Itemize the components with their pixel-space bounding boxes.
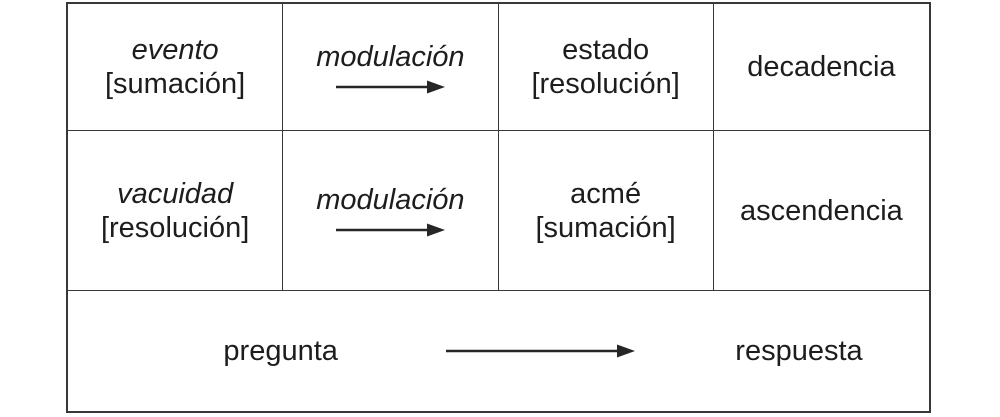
cell-modulacion-row1: modulación [283, 4, 499, 131]
cell-modulacion-row2: modulación [283, 131, 499, 291]
cell-bracket: [resolución] [531, 68, 680, 100]
cell-term: modulación [316, 40, 465, 73]
cell-bracket: [resolución] [100, 211, 250, 244]
cell-bracket: [sumación] [105, 68, 246, 100]
cell-ascendencia: ascendencia [713, 131, 929, 291]
schema-table: evento [sumación] modulación estado [res… [66, 2, 931, 413]
cell-term: estado [562, 34, 650, 66]
right-arrow-icon [335, 222, 446, 238]
cell-decadencia: decadencia [713, 4, 929, 131]
cell-term: decadencia [747, 51, 896, 83]
cell-term: evento [131, 34, 219, 66]
cell-term: vacuidad [117, 177, 234, 210]
footer-answer-label: respuesta [735, 335, 863, 367]
cell-term: modulación [316, 184, 465, 216]
cell-vacuidad: vacuidad [resolución] [68, 131, 284, 291]
right-arrow-icon [445, 343, 635, 359]
right-arrow-icon [335, 79, 446, 95]
footer-row: pregunta respuesta [68, 291, 929, 411]
cell-bracket: [sumación] [535, 211, 676, 244]
cell-term: acmé [570, 177, 642, 210]
cell-term: ascendencia [739, 194, 903, 227]
cell-acme: acmé [sumación] [498, 131, 714, 291]
footer-question-label: pregunta [223, 335, 338, 367]
cell-estado: estado [resolución] [498, 4, 714, 131]
cell-evento: evento [sumación] [68, 4, 284, 131]
